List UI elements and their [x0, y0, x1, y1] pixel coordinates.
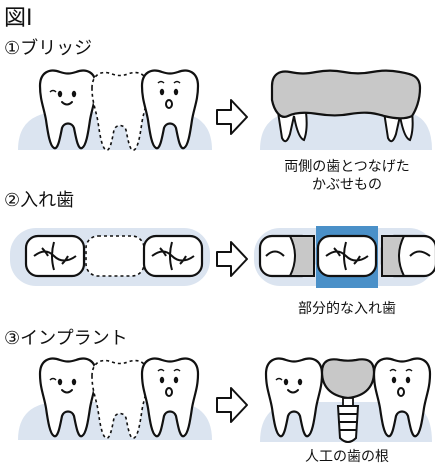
denture-after [254, 226, 435, 288]
implant-after [260, 357, 432, 443]
bridge-before [18, 69, 212, 152]
figure-title: 図Ⅰ [4, 6, 33, 31]
arrow-denture-icon [216, 241, 248, 277]
caption-implant: 人工の歯の根 [305, 449, 389, 465]
arrow-implant-icon [216, 387, 248, 423]
section-title-bridge: ①ブリッジ [4, 38, 93, 59]
implant-before [18, 357, 212, 440]
denture-before [10, 228, 210, 286]
section-title-implant: ③インプラント [4, 328, 128, 349]
bridge-after [260, 69, 432, 150]
caption-bridge-line1: 両側の歯とつなげた [284, 159, 410, 175]
caption-bridge-line2: かぶせもの [312, 177, 382, 193]
arrow-bridge-icon [216, 99, 248, 135]
section-title-denture: ②入れ歯 [4, 190, 75, 211]
caption-denture: 部分的な入れ歯 [298, 301, 396, 317]
